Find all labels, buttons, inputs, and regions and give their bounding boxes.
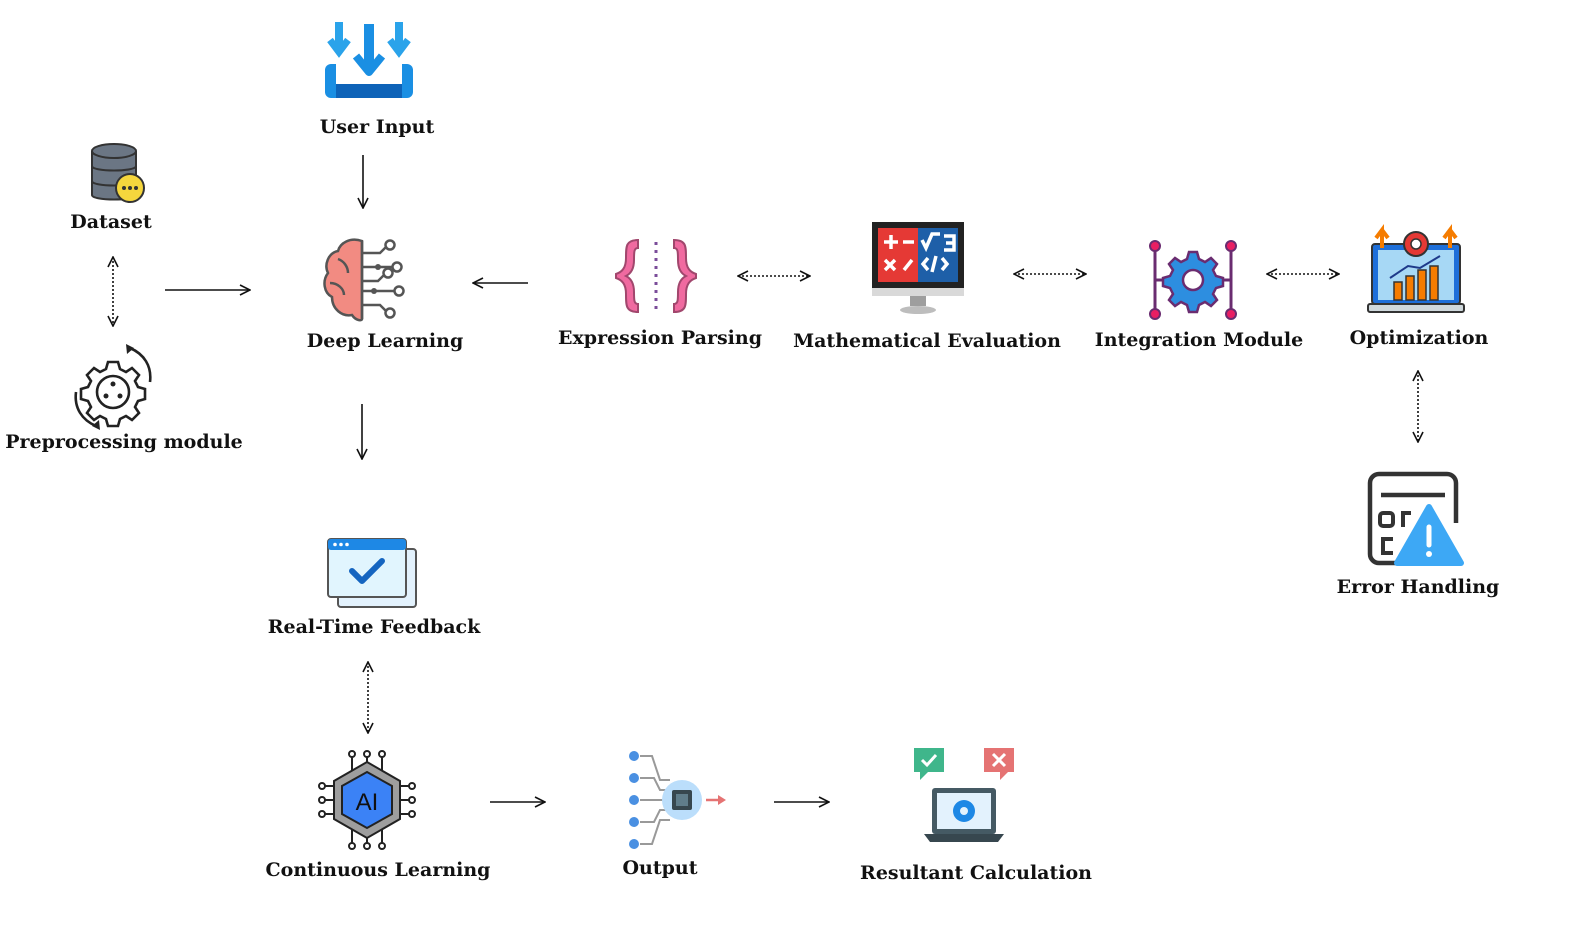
brain-network-icon	[323, 238, 405, 322]
neural-output-icon	[629, 751, 726, 849]
node-label-optimization: Optimization	[1349, 327, 1489, 349]
node-label-deep-learning: Deep Learning	[306, 330, 464, 352]
node-label-realtime-feedback: Real-Time Feedback	[267, 616, 481, 638]
node-label-continuous-learning: Continuous Learning	[265, 859, 491, 881]
node-label-error-handling: Error Handling	[1336, 576, 1500, 598]
gear-circuit-icon	[1149, 240, 1237, 320]
laptop-settings-icon	[914, 748, 1014, 842]
node-label-integration-module: Integration Module	[1094, 329, 1304, 351]
browser-check-icon	[327, 538, 417, 608]
ai-chip-icon: AI	[318, 750, 416, 850]
node-label-mathematical-evaluation: Mathematical Evaluation	[793, 330, 1061, 352]
node-label-output: Output	[622, 857, 698, 879]
download-icon	[325, 22, 413, 98]
database-icon	[91, 143, 145, 203]
node-label-expression-parsing: Expression Parsing	[557, 327, 763, 349]
calculator-monitor-icon	[872, 222, 964, 314]
node-label-preprocessing: Preprocessing module	[5, 431, 243, 453]
ai-chip-text: AI	[356, 789, 379, 816]
gear-cycle-icon	[74, 344, 152, 430]
node-label-dataset: Dataset	[70, 211, 152, 233]
calculator-warning-icon	[1367, 471, 1464, 566]
node-label-user-input: User Input	[319, 116, 435, 138]
analytics-dashboard-icon	[1367, 224, 1465, 313]
curly-braces-icon	[615, 238, 697, 314]
node-label-resultant-calculation: Resultant Calculation	[860, 862, 1092, 884]
